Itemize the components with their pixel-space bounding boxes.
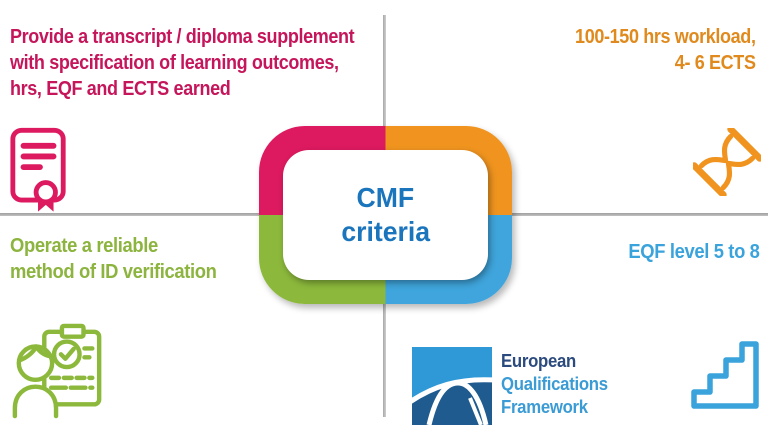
text-line: Operate a reliable — [10, 235, 158, 257]
cmf-criteria-label: CMF criteria — [283, 150, 488, 280]
eqf-logo-wordmark: European Qualifications Framework — [501, 347, 608, 419]
workload-requirement-text: 100-150 hrs workload, 4- 6 ECTS — [575, 24, 756, 76]
text-line: CMF — [356, 182, 415, 213]
text-line: criteria — [341, 216, 430, 247]
text-line: 100-150 hrs workload, — [575, 26, 756, 48]
eqf-bridge-logo-icon — [412, 347, 492, 425]
stairs-icon — [691, 341, 759, 409]
text-line: Framework — [501, 397, 588, 417]
id-verification-text: Operate a reliable method of ID verifica… — [10, 233, 217, 285]
text-line: hrs, EQF and ECTS earned — [10, 78, 231, 100]
certificate-icon — [10, 127, 66, 212]
text-line: method of ID verification — [10, 261, 217, 283]
transcript-requirement-text: Provide a transcript / diploma supplemen… — [10, 24, 355, 102]
text-line: with specification of learning outcomes, — [10, 52, 339, 74]
eqf-level-text: EQF level 5 to 8 — [628, 239, 761, 265]
text-line: EQF level 5 to 8 — [628, 241, 761, 263]
text-line: 4- 6 ECTS — [675, 52, 756, 74]
hourglass-icon — [693, 128, 761, 196]
eqf-logo: European Qualifications Framework — [412, 347, 616, 425]
text-line: Qualifications — [501, 374, 608, 394]
id-verification-icon — [12, 323, 102, 419]
text-line: Provide a transcript / diploma supplemen… — [10, 26, 355, 48]
cmf-criteria-badge: CMF criteria — [259, 126, 512, 304]
text-line: European — [501, 351, 576, 371]
